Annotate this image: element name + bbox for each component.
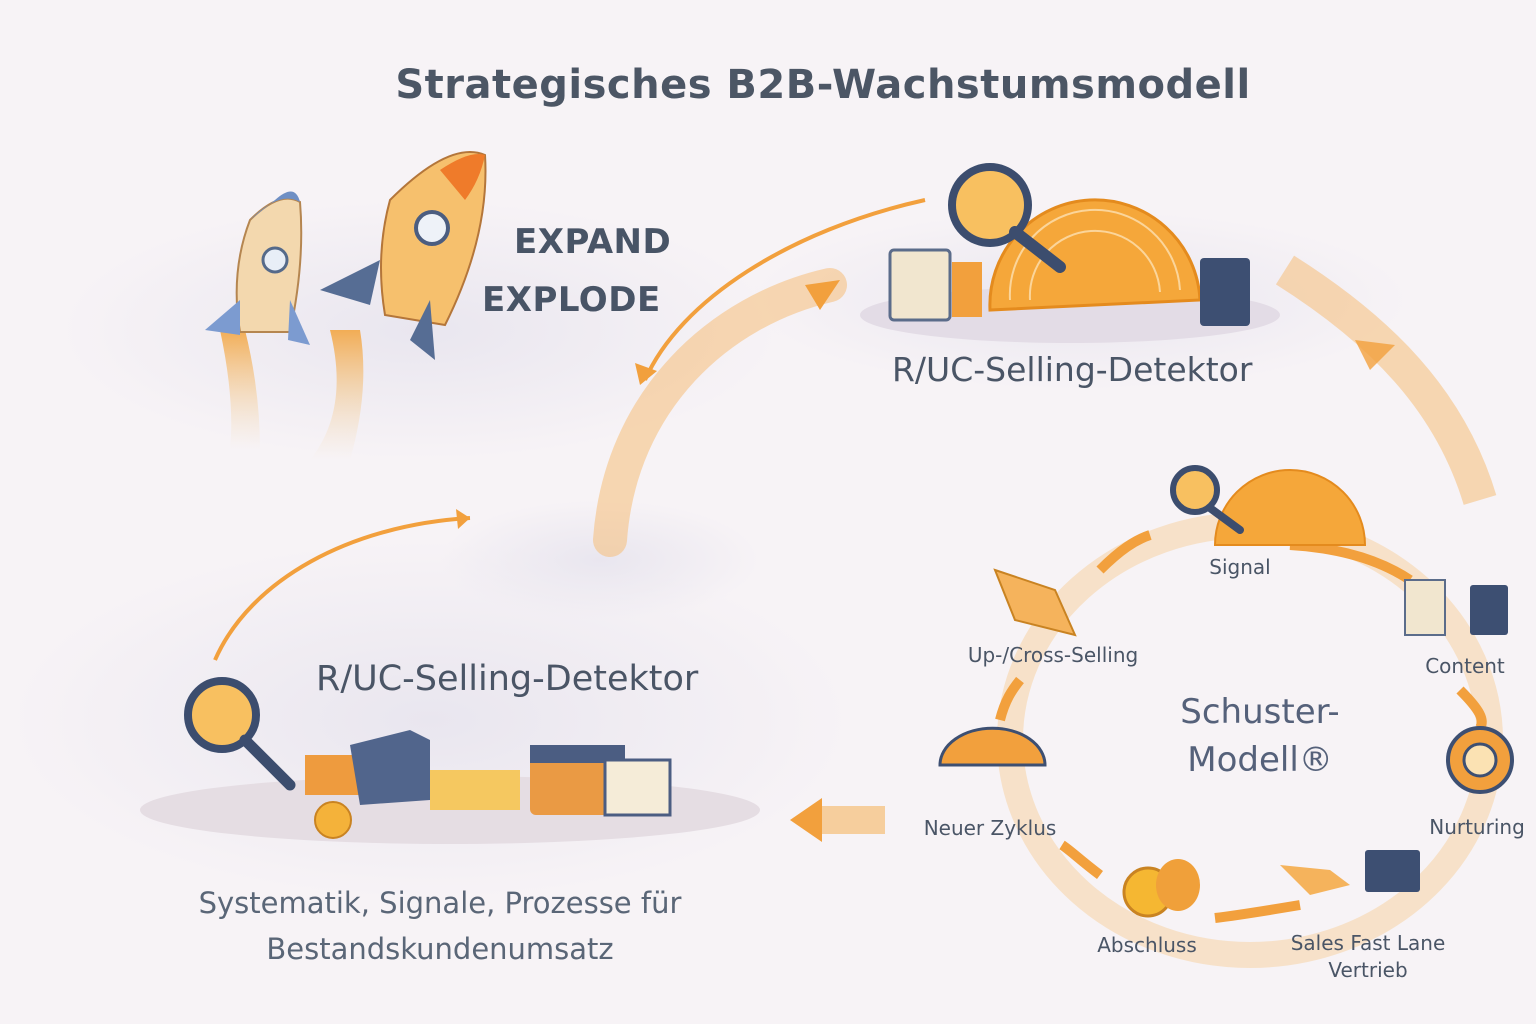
top-detector-label: R/UC-Selling-Detektor bbox=[892, 350, 1253, 389]
page-title: Strategisches B2B-Wachstumsmodell bbox=[395, 62, 1251, 108]
cycle-step-content: Content bbox=[1425, 654, 1505, 678]
cycle-center-label: Schuster-Modell® bbox=[1180, 692, 1340, 780]
rockets bbox=[205, 151, 487, 460]
cycle-step-nurturing: Nurturing bbox=[1429, 815, 1525, 839]
cycle-step-up-cross-selling: Up-/Cross-Selling bbox=[967, 643, 1139, 667]
cycle-step-neuer-zyklus: Neuer Zyklus bbox=[923, 816, 1057, 840]
left-detector-subtitle: Systematik, Signale, Prozesse für Bestan… bbox=[198, 886, 682, 966]
expand-label: EXPAND bbox=[514, 222, 672, 262]
top-detector-illustration bbox=[860, 163, 1280, 343]
cycle-step-signal: Signal bbox=[1209, 555, 1271, 579]
left-detector-illustration bbox=[140, 677, 760, 844]
connecting-arrows bbox=[213, 198, 1497, 842]
explode-label: EXPLODE bbox=[482, 280, 661, 320]
cycle-step-abschluss: Abschluss bbox=[1097, 933, 1197, 957]
left-detector-label: R/UC-Selling-Detektor bbox=[316, 659, 699, 699]
cycle-step-sales-fast-lane: Sales Fast Lane Vertrieb bbox=[1290, 931, 1446, 982]
cycle-icons bbox=[938, 465, 1514, 918]
